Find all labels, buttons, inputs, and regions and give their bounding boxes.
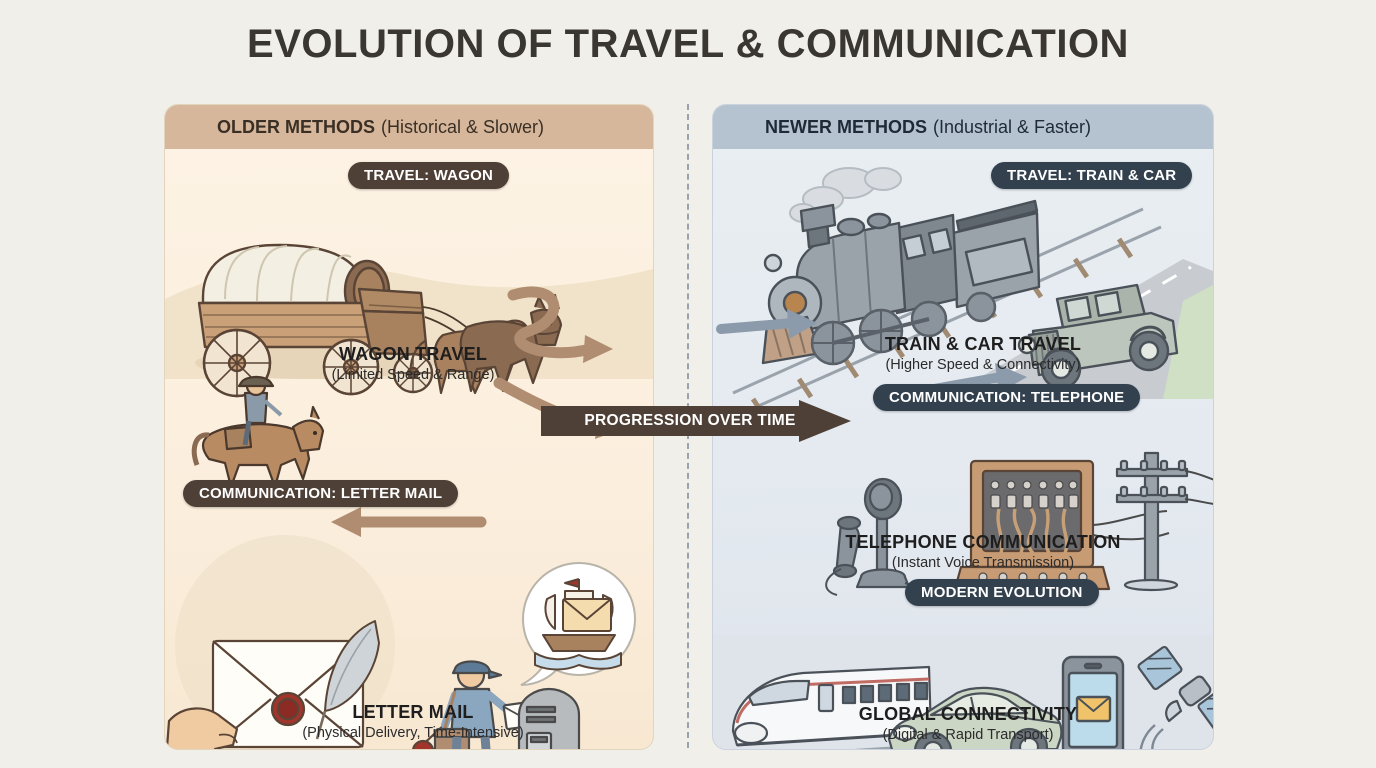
communication-letter-mail-badge: COMMUNICATION: LETTER MAIL (183, 480, 459, 507)
global-connectivity-caption: GLOBAL CONNECTIVITY (Digital & Rapid Tra… (823, 703, 1113, 744)
newer-methods-header-rest: (Industrial & Faster) (933, 116, 1092, 137)
newer-methods-panel: NEWER METHODS (Industrial & Faster) (712, 104, 1214, 750)
older-methods-header: OLDER METHODS (Historical & Slower) (165, 105, 653, 149)
newer-methods-header-strong: NEWER METHODS (765, 116, 927, 137)
train-car-travel-caption-sub: (Higher Speed & Connectivity) (885, 356, 1081, 373)
hand-holding-envelope-illustration (165, 639, 365, 749)
older-methods-header-rest: (Historical & Slower) (381, 116, 545, 137)
progression-over-time-label: PROGRESSION OVER TIME (584, 412, 796, 429)
arrow-left-icon (331, 507, 487, 537)
switchboard-illustration (953, 459, 1170, 591)
page-title: EVOLUTION OF TRAVEL & COMMUNICATION (247, 22, 1129, 66)
ship-speech-bubble-illustration (520, 562, 636, 686)
letter-mail-caption-sub: (Physical Delivery, Time-Intensive) (302, 724, 524, 741)
telephone-pole-icon (1115, 451, 1213, 592)
global-connectivity-caption-sub: (Digital & Rapid Transport) (882, 726, 1054, 743)
communication-telephone-badge: COMMUNICATION: TELEPHONE (873, 384, 1141, 411)
covered-wagon-illustration (197, 243, 563, 398)
speed-arrow-left-icon (716, 309, 817, 339)
travel-wagon-badge: TRAVEL: WAGON (348, 162, 509, 189)
letter-mail-caption-main: LETTER MAIL (352, 702, 474, 722)
smartphone-with-email-icon (1061, 655, 1125, 749)
modern-evolution-badge: MODERN EVOLUTION (905, 579, 1099, 606)
progression-arrow-shape (541, 400, 851, 442)
train-car-travel-caption: TRAIN & CAR TRAVEL (Higher Speed & Conne… (853, 333, 1113, 374)
older-methods-panel: OLDER METHODS (Historical & Slower) (164, 104, 654, 750)
telephone-communication-caption: TELEPHONE COMMUNICATION (Instant Voice T… (833, 531, 1133, 572)
telephone-communication-caption-main: TELEPHONE COMMUNICATION (845, 532, 1121, 552)
progression-over-time-arrow: PROGRESSION OVER TIME (541, 400, 851, 442)
winding-arrow-right-icon (507, 286, 613, 363)
satellite-icon (1137, 645, 1213, 749)
global-connectivity-caption-main: GLOBAL CONNECTIVITY (858, 704, 1078, 724)
candlestick-telephone-icon (825, 477, 952, 598)
modern-car-illustration (887, 686, 1063, 749)
vintage-car-illustration (1017, 283, 1179, 390)
letter-mail-caption: LETTER MAIL (Physical Delivery, Time-Int… (283, 701, 543, 742)
steam-locomotive-illustration (761, 167, 1041, 366)
wagon-travel-caption-main: WAGON TRAVEL (338, 344, 488, 364)
telephone-communication-caption-sub: (Instant Voice Transmission) (891, 554, 1075, 571)
wagon-travel-caption-sub: (Limited Speed & Range) (331, 366, 495, 383)
travel-train-car-badge: TRAVEL: TRAIN & CAR (991, 162, 1193, 189)
quill-pen-icon (315, 620, 380, 740)
wagon-travel-caption: WAGON TRAVEL (Limited Speed & Range) (313, 343, 513, 384)
mailbox-icon (517, 687, 581, 749)
newer-methods-header: NEWER METHODS (Industrial & Faster) (713, 105, 1213, 149)
older-methods-header-strong: OLDER METHODS (217, 116, 376, 137)
train-car-travel-caption-main: TRAIN & CAR TRAVEL (884, 334, 1082, 354)
